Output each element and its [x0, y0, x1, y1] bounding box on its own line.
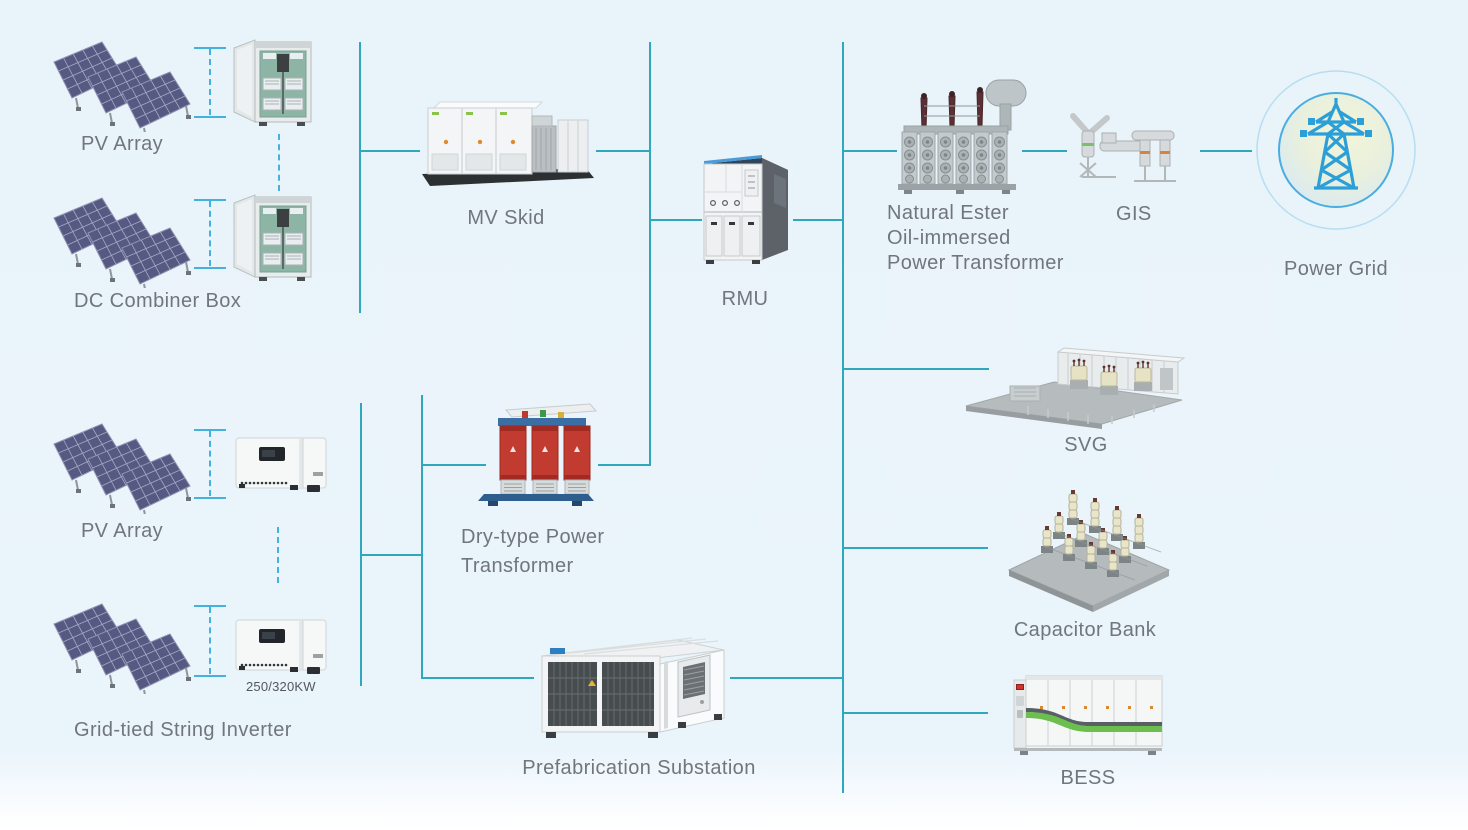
string-inverter-2-illustration — [235, 616, 327, 680]
gis-illustration — [1056, 103, 1180, 189]
pv-array-bottom-label: PV Array — [80, 520, 164, 542]
inverter-rating-label: 250/320KW — [246, 679, 316, 694]
dc-connector-cap — [194, 199, 226, 201]
dc-connector-dashed — [209, 49, 211, 115]
bess-illustration — [1010, 666, 1168, 758]
dc-connector-cap — [194, 675, 226, 677]
connector-line — [842, 547, 988, 549]
rmu-label: RMU — [721, 288, 769, 310]
bus-line-main — [842, 42, 844, 793]
power-transformer-label-line3: Power Transformer — [887, 252, 1064, 274]
dc-combiner-box-2-illustration — [233, 193, 315, 281]
bess-label: BESS — [1060, 767, 1116, 789]
dc-connector-cap — [194, 47, 226, 49]
connector-line — [1022, 150, 1067, 152]
connector-line — [598, 464, 651, 466]
pv-array-bottom-2-illustration — [52, 598, 192, 694]
connector-line — [793, 219, 844, 221]
dc-connector-cap — [194, 497, 226, 499]
pv-array-top-2-illustration — [52, 192, 192, 288]
connector-line — [842, 712, 988, 714]
oil-transformer-illustration — [886, 66, 1034, 198]
capacitor-bank-illustration — [1003, 476, 1175, 614]
string-inverter-label: Grid-tied String Inverter — [74, 719, 292, 741]
prefab-substation-label: Prefabrication Substation — [522, 757, 756, 779]
bus-line-mv — [649, 42, 651, 465]
gis-label: GIS — [1116, 203, 1152, 225]
power-transformer-label-line2: Oil-immersed — [887, 227, 1011, 249]
connector-line — [421, 677, 534, 679]
dc-connector-dashed — [209, 201, 211, 266]
mv-skid-label: MV Skid — [467, 207, 545, 229]
power-grid-icon — [1250, 64, 1422, 236]
connector-line — [359, 150, 420, 152]
capacitor-bank-label: Capacitor Bank — [1013, 619, 1157, 641]
power-transformer-label: Natural Ester Oil-immersed Power Transfo… — [887, 201, 1064, 276]
pv-array-bottom-1-illustration — [52, 418, 192, 514]
dc-connector-cap — [194, 429, 226, 431]
connector-line — [842, 150, 897, 152]
dc-connector-cap — [194, 267, 226, 269]
svg-compensator-illustration — [962, 328, 1186, 430]
bus-line-combiner — [359, 42, 361, 313]
dc-connector-cap — [194, 116, 226, 118]
string-inverter-1-illustration — [235, 434, 327, 498]
connector-line — [596, 150, 651, 152]
connector-line — [730, 677, 844, 679]
dry-transformer-label-line1: Dry-type Power — [461, 526, 605, 548]
connector-line — [1200, 150, 1252, 152]
mv-skid-illustration — [416, 92, 600, 194]
bus-line-drytx — [421, 395, 423, 679]
connector-line — [421, 464, 486, 466]
dc-connector-cap — [194, 605, 226, 607]
power-grid-label: Power Grid — [1283, 258, 1389, 280]
dc-connector-dashed — [209, 607, 211, 674]
dc-connector-dashed — [278, 134, 280, 191]
prefab-substation-illustration — [528, 622, 736, 744]
dry-transformer-illustration — [476, 402, 603, 510]
dry-transformer-label: Dry-type Power Transformer — [461, 523, 604, 581]
dry-transformer-label-line2: Transformer — [461, 555, 574, 577]
connector-line — [842, 368, 989, 370]
dc-combiner-box-1-illustration — [233, 38, 315, 126]
svg-label: SVG — [1064, 434, 1108, 456]
dc-connector-dashed — [277, 527, 279, 583]
pv-array-top-1-illustration — [52, 36, 192, 132]
connector-line — [360, 554, 423, 556]
dc-connector-dashed — [209, 431, 211, 496]
connector-line — [649, 219, 702, 221]
rmu-illustration — [696, 148, 798, 265]
bus-line-inverter — [360, 403, 362, 686]
power-transformer-label-line1: Natural Ester — [887, 202, 1009, 224]
pv-array-top-label: PV Array — [80, 133, 164, 155]
dc-combiner-box-label: DC Combiner Box — [74, 290, 242, 312]
